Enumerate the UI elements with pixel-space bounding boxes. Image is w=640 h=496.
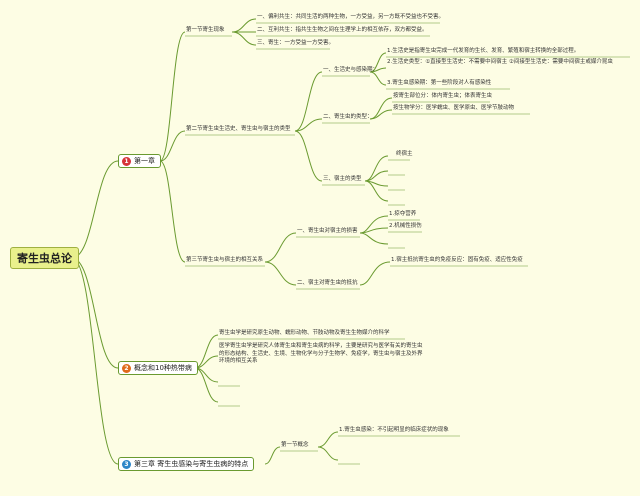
- section-1-1-item-2[interactable]: 二、互利共生：指共生生物之间在生理学上的相互依存，双方都受益。: [257, 27, 428, 33]
- section-1-2-a-item-3[interactable]: 3.寄生虫感染期：第一些阶段对人有感染性: [387, 80, 492, 86]
- link-ch2-i1: [194, 334, 219, 369]
- chapter-1-node[interactable]: 1 第一章: [118, 154, 161, 168]
- link-ch1-s3: [159, 160, 186, 263]
- link-root-ch3: [71, 257, 119, 465]
- chapter-1-badge: 1: [122, 156, 131, 166]
- chapter-2-title: 概念和10种热带病: [134, 364, 192, 372]
- link-root-ch1: [71, 160, 119, 259]
- link-ch1-s2: [159, 130, 186, 162]
- link-s3a-i1: [359, 215, 389, 234]
- link-ch2-i3: [194, 367, 219, 383]
- section-1-3-b-title[interactable]: 二、宿主对寄生虫的抵抗: [297, 280, 358, 286]
- link-root-ch2: [71, 257, 119, 369]
- section-1-2-c-item-1[interactable]: 终宿主: [396, 151, 413, 157]
- chapter-2-item-2[interactable]: 医学寄生虫学是研究人体寄生虫和寄生虫病的科学，主要是研究与医学有关的寄生虫的形态…: [219, 343, 423, 364]
- chapter-3-badge: 3: [122, 459, 131, 469]
- link-s2-b: [294, 118, 323, 132]
- chapter-2-item-1[interactable]: 寄生虫学是研究原生动物、蠕形动物、节肢动物及寄生生物媒介的科学: [219, 330, 390, 336]
- chapter-2-badge: 2: [122, 363, 131, 373]
- section-1-1-item-3[interactable]: 三、寄生：一方受益一方受害。: [257, 40, 335, 46]
- link-s2a-i3: [369, 71, 387, 86]
- link-s1-i3: [231, 31, 257, 46]
- link-s3-a: [264, 232, 297, 263]
- section-1-3-a-title[interactable]: 一、寄生虫对宿主的损害: [297, 228, 358, 234]
- section-1-3-b-item-1[interactable]: 1.宿主抵抗寄生虫的免疫反应：固有免疫、适应性免疫: [391, 257, 523, 263]
- link-s3b-i1: [359, 261, 391, 286]
- section-1-2-title[interactable]: 第二节寄生虫生活史、寄生虫与宿主的类型: [186, 126, 291, 132]
- link-s2c-i4: [364, 180, 389, 202]
- section-1-2-b-item-2[interactable]: 按生物学分：医学蠕虫、医学原虫、医学节肢动物: [393, 105, 515, 111]
- link-ch3s1-i1: [317, 431, 339, 448]
- section-3-1-item-1[interactable]: 1.寄生虫感染：不引起明显的临床症状的现象: [339, 427, 449, 433]
- section-1-2-b-title[interactable]: 二、寄生虫的类型：: [323, 114, 373, 120]
- link-s3a-i3: [359, 232, 389, 245]
- link-s2-a: [294, 71, 323, 132]
- chapter-3-node[interactable]: 3 第三章 寄生虫感染与寄生虫病的特点: [118, 457, 255, 471]
- link-s2b-i2: [369, 109, 393, 120]
- chapter-1-title: 第一章: [134, 157, 155, 165]
- link-s1-i1: [231, 18, 257, 33]
- link-s3-b: [264, 261, 297, 286]
- section-1-3-a-item-2[interactable]: 2.机械性损伤: [389, 223, 422, 229]
- section-1-2-a-item-2[interactable]: 2.生活史类型：①直接型生活史：不需要中间宿主 ②间接型生活史：需要中间宿主或媒…: [387, 59, 613, 65]
- section-1-2-a-title[interactable]: 一、生活史与感染期：: [323, 67, 379, 73]
- link-ch1-s1: [159, 31, 186, 162]
- section-1-2-a-item-1[interactable]: 1.生活史是指寄生虫完成一代发育的生长、发育、繁殖和宿主转换的全部过程。: [387, 48, 580, 54]
- link-s2-c: [294, 130, 323, 182]
- root-topic[interactable]: 寄生虫总论: [10, 247, 79, 269]
- link-ch2-i4: [194, 367, 219, 403]
- link-ch3s1-i2: [317, 446, 339, 461]
- link-ch3-s1: [264, 446, 281, 465]
- chapter-2-node[interactable]: 2 概念和10种热带病: [118, 361, 198, 375]
- link-s2b-i1: [369, 97, 393, 120]
- section-1-1-title[interactable]: 第一节寄生现象: [186, 27, 225, 33]
- link-s3a-i2: [359, 227, 389, 234]
- chapter-3-title: 第三章 寄生虫感染与寄生虫病的特点: [134, 460, 249, 468]
- section-1-2-b-item-1[interactable]: 按寄生部位分：体内寄生虫；体表寄生虫: [393, 93, 493, 99]
- section-3-1-title[interactable]: 第一节概念: [281, 442, 309, 448]
- section-1-3-a-item-1[interactable]: 1.掠夺营养: [389, 211, 417, 217]
- section-1-1-item-1[interactable]: 一、偏利共生：共同生活的两种生物，一方受益，另一方既不受益也不受害。: [257, 14, 445, 20]
- link-s2c-i1: [364, 155, 389, 182]
- section-1-2-c-title[interactable]: 三、宿主的类型: [323, 176, 362, 182]
- section-1-3-title[interactable]: 第三节寄生虫与宿主的相互关系: [186, 257, 264, 263]
